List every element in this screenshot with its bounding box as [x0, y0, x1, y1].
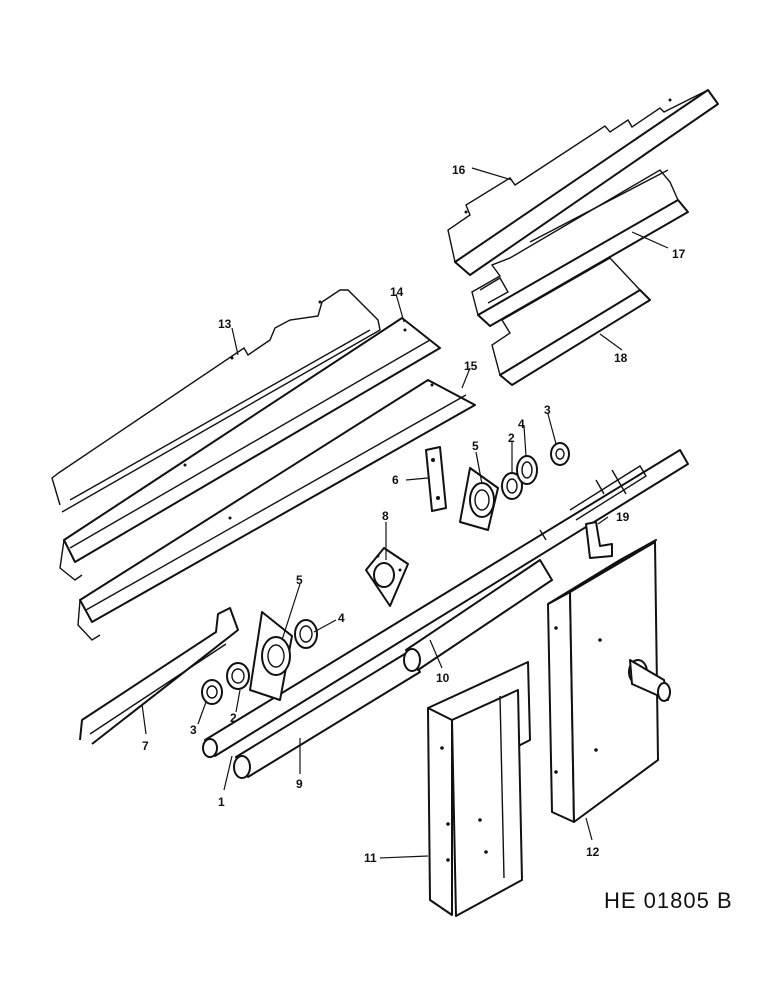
- part-5-bearing-lower: [249, 611, 293, 701]
- part-5-bearing-upper: [459, 467, 499, 531]
- callout-19: 19: [616, 510, 630, 524]
- drawing-reference-code: HE 01805 B: [604, 888, 733, 913]
- part-3-collar-upper: [550, 442, 570, 466]
- callout-9: 9: [296, 777, 303, 791]
- callout-15: 15: [464, 359, 478, 373]
- callout-12: 12: [586, 845, 600, 859]
- callout-7: 7: [142, 739, 149, 753]
- callout-3-lower: 3: [190, 723, 197, 737]
- callout-4-lower: 4: [338, 611, 345, 625]
- callout-11: 11: [364, 851, 377, 865]
- part-3-collar-lower: [201, 679, 223, 705]
- part-6-strap: [425, 446, 447, 512]
- part-17-trough: [471, 169, 689, 327]
- part-10-tube: [403, 559, 553, 672]
- callout-8: 8: [382, 509, 389, 523]
- part-18-trough: [491, 257, 651, 386]
- part-11-side-plate: [427, 661, 531, 917]
- callout-5-lower: 5: [296, 573, 303, 587]
- leader-lines: [141, 167, 669, 859]
- part-19-bracket: [585, 521, 613, 559]
- part-8-flange: [365, 547, 409, 607]
- part-4-ring-upper: [516, 455, 538, 485]
- callout-3-upper: 3: [544, 403, 551, 417]
- callout-4-upper: 4: [518, 417, 525, 431]
- part-7-support-bar: [79, 607, 239, 745]
- callout-16: 16: [452, 163, 466, 177]
- part-15-trough: [77, 379, 476, 641]
- callout-2-lower: 2: [230, 711, 237, 725]
- callout-13: 13: [218, 317, 232, 331]
- callout-6: 6: [392, 473, 399, 487]
- part-4-ring-lower: [294, 619, 318, 649]
- callout-2-upper: 2: [508, 431, 515, 445]
- callout-labels: 16 17 18 13 14 15 6 5 2 4 3 19 8 5 4 2 3…: [142, 163, 686, 865]
- callout-17: 17: [672, 247, 686, 261]
- part-1-shaft: [202, 449, 689, 758]
- part-16-trough: [447, 89, 719, 276]
- part-12-side-plate: [547, 539, 671, 823]
- callout-1: 1: [218, 795, 225, 809]
- part-14-trough: [59, 317, 441, 581]
- part-2-bearing-lower: [226, 662, 250, 690]
- callout-10: 10: [436, 671, 450, 685]
- part-13-trough: [51, 289, 381, 513]
- callout-18: 18: [614, 351, 628, 365]
- callout-5-upper: 5: [472, 439, 479, 453]
- callout-14: 14: [390, 285, 404, 299]
- part-9-tube: [233, 651, 421, 779]
